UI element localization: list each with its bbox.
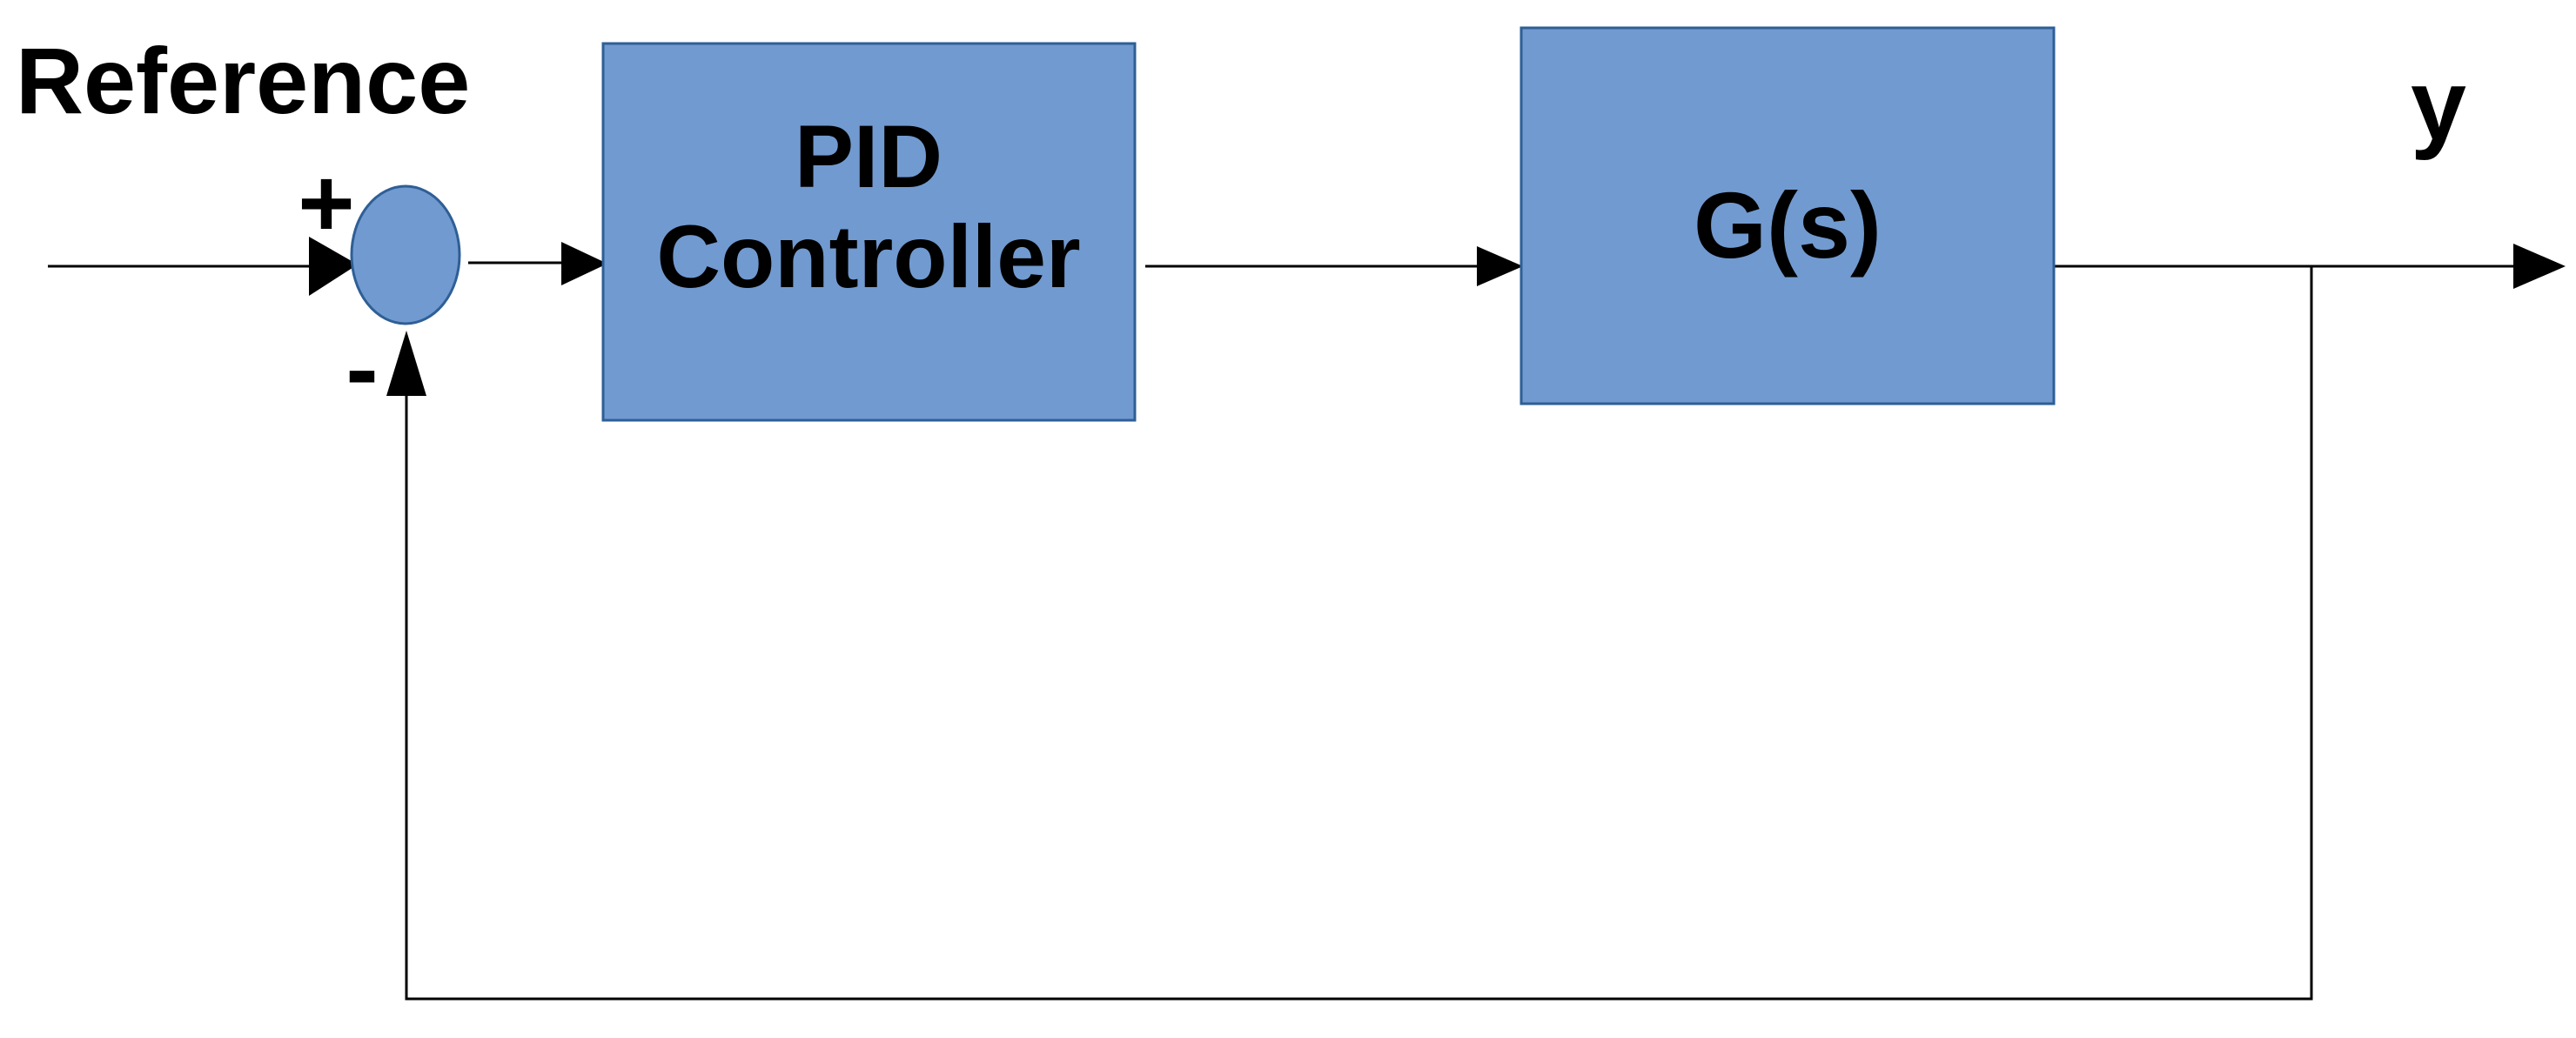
feedback-line [405,266,2313,1001]
summing-junction-minus-sign: - [345,314,378,423]
plant-transfer-function-label: G(s) [1694,172,1882,278]
sum-to-pid-connector [468,242,607,285]
reference-input-connector [48,237,358,296]
pid-controller-label-line1: PID [795,107,943,206]
feedback-connector [386,266,2313,1001]
summing-junction[interactable] [350,184,461,325]
sum-to-pid-arrowhead [561,242,607,285]
pid-controller-block-rect[interactable] [601,42,1137,422]
reference-input-arrowhead [309,237,358,296]
feedback-arrowhead [386,331,426,396]
plant-to-output-connector [2054,244,2566,289]
summing-junction-plus-sign: + [298,149,354,258]
plant-transfer-function-block-rect[interactable] [1519,26,2056,405]
pid-controller-label-line2: Controller [656,207,1080,306]
output-arrowhead [2513,244,2566,289]
pid-to-plant-arrowhead [1477,246,1523,286]
plant-transfer-function-block[interactable]: G(s) [1519,26,2056,405]
output-label: y [2411,50,2466,161]
pid-controller-block[interactable]: PID Controller [601,42,1137,422]
pid-to-plant-connector [1145,246,1523,286]
reference-label: Reference [16,28,470,133]
